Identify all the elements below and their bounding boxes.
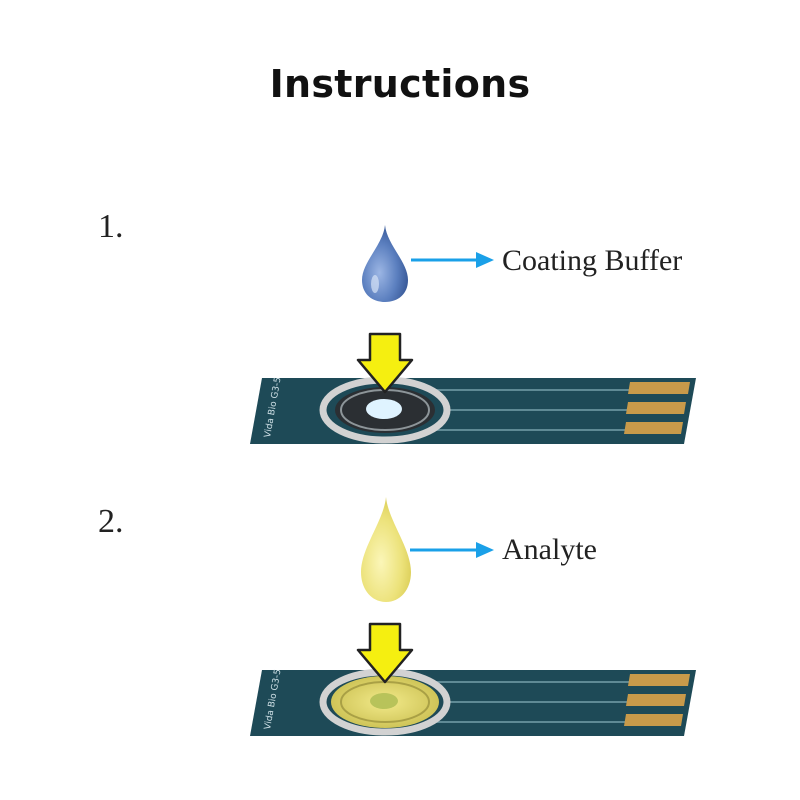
drop-highlight	[371, 275, 379, 293]
analyte-arrow-head-icon	[476, 542, 494, 558]
strip-2-center-spot	[370, 693, 398, 709]
page-title: Instructions	[269, 62, 531, 106]
step-2-down-arrow-icon	[356, 622, 414, 684]
strip-2-contact-3	[624, 714, 683, 726]
coating-buffer-drop-icon	[362, 225, 408, 302]
step-1-down-arrow-icon	[356, 332, 414, 394]
strip-1-contact-1	[628, 382, 690, 394]
strip-1-buffer-spot	[366, 399, 402, 419]
step-2-number: 2.	[98, 503, 124, 540]
strip-1-contact-2	[626, 402, 686, 414]
strip-2-contact-1	[628, 674, 690, 686]
step-2-label: Analyte	[502, 533, 597, 566]
analyte-drop-icon	[361, 497, 411, 602]
step-1-label: Coating Buffer	[502, 244, 683, 277]
strip-1-contact-3	[624, 422, 683, 434]
coating-buffer-arrow-head-icon	[476, 252, 494, 268]
step-1-number: 1.	[98, 208, 124, 245]
strip-2-contact-2	[626, 694, 686, 706]
